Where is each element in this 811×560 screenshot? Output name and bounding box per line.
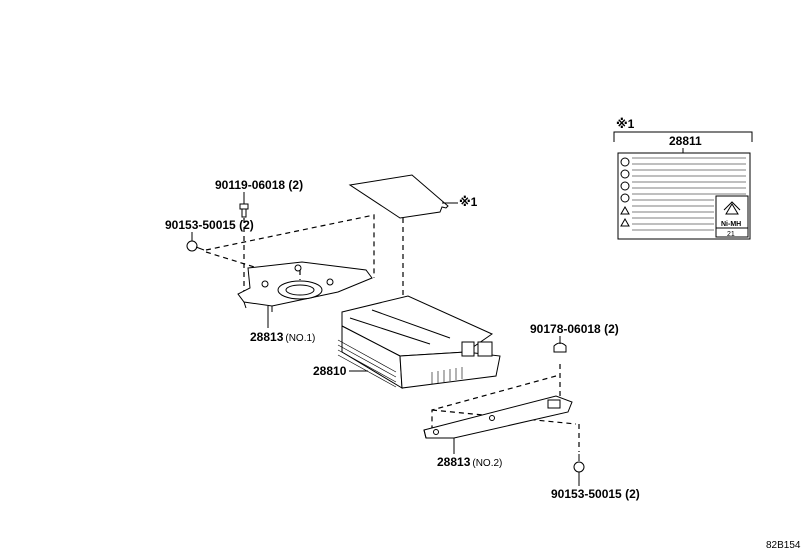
- label-card-shape: [617, 152, 751, 240]
- label-card-number: 21: [727, 231, 735, 238]
- bracket-no2-label: 28813(NO.2): [437, 455, 502, 469]
- label-card-recycle-text: Ni-MH: [721, 221, 741, 228]
- bolt-top-icon: [239, 203, 249, 218]
- screw-bottom-label: 90153-50015 (2): [551, 487, 640, 501]
- ecu-unit-shape: [337, 295, 501, 389]
- label-card-part-number: 28811: [669, 134, 702, 148]
- label-sheet-shape: [348, 174, 449, 219]
- figure-code: 82B154: [766, 540, 801, 551]
- label-sheet-note: ※1: [459, 195, 478, 209]
- bracket-no1-shape: [237, 261, 373, 312]
- screw-left-label: 90153-50015 (2): [165, 218, 254, 232]
- clip-right-icon: [553, 342, 567, 353]
- screw-left-icon: [186, 240, 205, 252]
- recycle-icon: [723, 201, 741, 215]
- bolt-top-label: 90119-06018 (2): [215, 178, 303, 192]
- ecu-label: 28810: [313, 364, 347, 378]
- screw-bottom-icon: [573, 454, 585, 473]
- clip-right-label: 90178-06018 (2): [530, 322, 619, 336]
- label-card-note: ※1: [616, 117, 635, 131]
- bracket-no2-shape: [423, 395, 573, 439]
- bracket-no1-label: 28813(NO.1): [250, 330, 315, 344]
